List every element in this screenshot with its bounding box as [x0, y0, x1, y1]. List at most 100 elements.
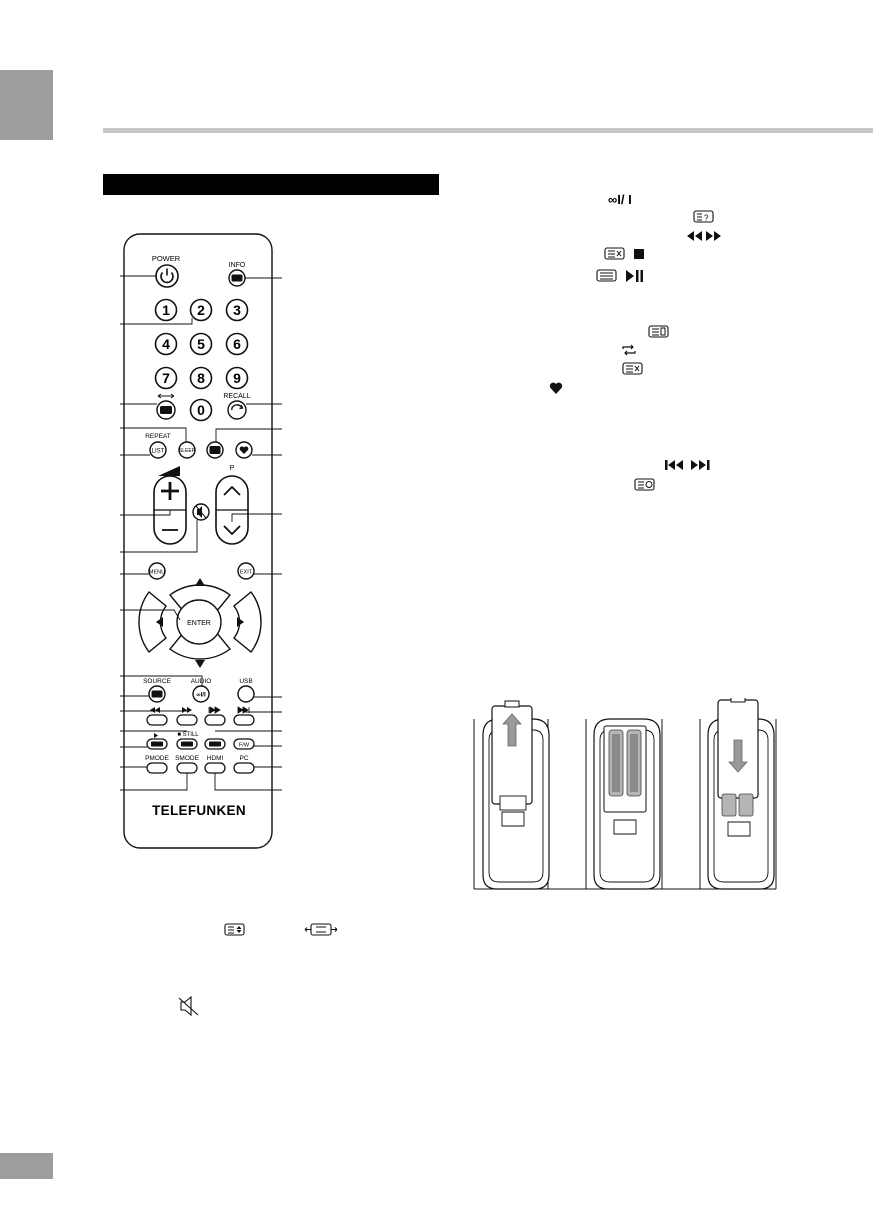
page-tab-marker-top [0, 70, 53, 140]
enter-button[interactable] [176, 599, 222, 645]
legend-audio-symbol: ∞I/ I [608, 192, 642, 206]
svg-text:∞I/ I: ∞I/ I [608, 192, 632, 206]
power-label: POWER [152, 254, 181, 263]
battery-icon [721, 793, 737, 817]
header-rule [103, 128, 873, 133]
recall-button[interactable] [227, 400, 247, 420]
digit-label: 8 [197, 370, 205, 386]
recall-label: RECALL [223, 393, 250, 400]
timer-button[interactable] [204, 738, 226, 750]
digit-button-7[interactable]: 7 [154, 366, 178, 390]
volume-ramp-icon [158, 466, 180, 476]
page-tab-marker-bottom [0, 1153, 53, 1179]
still-button[interactable] [176, 738, 198, 750]
still-label: ■ STILL [177, 732, 199, 738]
brand-logo: TELEFUNKEN [152, 803, 246, 818]
pc-button[interactable] [233, 762, 255, 774]
channel-down-icon [223, 525, 241, 536]
list-button[interactable]: LIST [149, 441, 167, 459]
legend-teletext-subpage-icon [622, 362, 644, 376]
digit-button-3[interactable]: 3 [225, 298, 249, 322]
exit-label: EXIT [240, 570, 253, 576]
digit-label: 6 [233, 336, 241, 352]
legend-aspect-ratio-icon [304, 923, 338, 937]
fw-button[interactable]: F/W [233, 738, 255, 750]
next-button[interactable] [233, 706, 255, 726]
previous-icon [208, 706, 221, 714]
program-label: P [230, 465, 235, 472]
battery-icon [738, 793, 754, 817]
list-label: LIST [152, 449, 165, 455]
navigation-pad: ENTER [138, 578, 262, 668]
section-heading-bar [103, 174, 439, 195]
digit-button-9[interactable]: 9 [225, 366, 249, 390]
digit-keypad: 1 2 3 4 5 6 7 8 9 0 [154, 298, 249, 422]
favorite-button[interactable] [235, 441, 253, 459]
menu-label: MENU [149, 570, 165, 576]
fast-forward-icon [182, 707, 192, 713]
exit-button[interactable]: EXIT [237, 562, 255, 580]
source-button[interactable] [148, 685, 166, 703]
digit-button-6[interactable]: 6 [225, 332, 249, 356]
audio-button[interactable]: ∞I/I [192, 685, 210, 703]
legend-rewind-fastforward-icon [686, 229, 722, 243]
arrow-left-icon [156, 617, 163, 627]
svg-text:?: ? [704, 214, 709, 223]
digit-button-1[interactable]: 1 [154, 298, 178, 322]
info-icon [231, 274, 243, 282]
legend-repeat-icon [620, 343, 638, 357]
legend-teletext-hold-icon [634, 478, 656, 492]
legend-teletext-size-icon [224, 923, 246, 937]
previous-button[interactable] [204, 706, 226, 726]
sleep-label: SLEEP [179, 448, 196, 454]
pmode-label: PMODE [145, 755, 170, 762]
fw-label: F/W [239, 743, 250, 749]
pc-label: PC [239, 755, 248, 762]
channel-rocker[interactable] [215, 475, 249, 545]
digit-label: 7 [162, 370, 170, 386]
stop-icon [634, 249, 644, 259]
smode-label: SMODE [175, 755, 200, 762]
digit-button-2[interactable]: 2 [189, 298, 213, 322]
info-label: INFO [229, 262, 246, 269]
smode-button[interactable] [176, 762, 198, 774]
digit-label: 4 [162, 336, 170, 352]
digit-button-8[interactable]: 8 [189, 366, 213, 390]
pmode-button[interactable] [146, 762, 168, 774]
teletext-button[interactable] [206, 441, 224, 459]
fast-forward-button[interactable] [176, 707, 198, 726]
mute-button[interactable] [192, 503, 210, 521]
play-button[interactable] [146, 738, 168, 750]
digit-label: 2 [197, 302, 205, 318]
legend-teletext-play-pause-icon [596, 269, 652, 283]
digit-label: 0 [197, 402, 205, 418]
digit-label: 5 [197, 336, 205, 352]
sleep-button[interactable]: SLEEP [178, 441, 196, 459]
digit-label: 1 [162, 302, 170, 318]
battery-installation-illustration [468, 695, 778, 897]
digit-button-4[interactable]: 4 [154, 332, 178, 356]
volume-up-icon [161, 482, 179, 500]
rewind-icon [150, 707, 160, 713]
power-button[interactable] [155, 264, 179, 288]
right-button[interactable] [233, 590, 262, 654]
legend-teletext-index-icon [648, 325, 670, 339]
power-icon [160, 268, 174, 284]
play-icon [154, 733, 158, 738]
legend-teletext-reveal-icon: ? [693, 210, 715, 224]
digit-button-5[interactable]: 5 [189, 332, 213, 356]
aspect-button[interactable] [156, 393, 176, 420]
battery-step-insert-batteries [593, 718, 661, 890]
audio-icon: ∞I/I [196, 693, 206, 699]
channel-up-icon [223, 485, 241, 496]
rewind-button[interactable] [146, 707, 168, 726]
source-label: SOURCE [143, 678, 171, 685]
left-button[interactable] [138, 590, 167, 654]
hdmi-button[interactable] [204, 762, 226, 774]
usb-button[interactable] [237, 685, 255, 703]
arrow-up-icon [195, 578, 205, 586]
slide-up-arrow-icon [502, 713, 522, 747]
menu-button[interactable]: MENU [148, 562, 166, 580]
info-button[interactable] [228, 269, 246, 287]
digit-button-0[interactable]: 0 [189, 398, 213, 422]
